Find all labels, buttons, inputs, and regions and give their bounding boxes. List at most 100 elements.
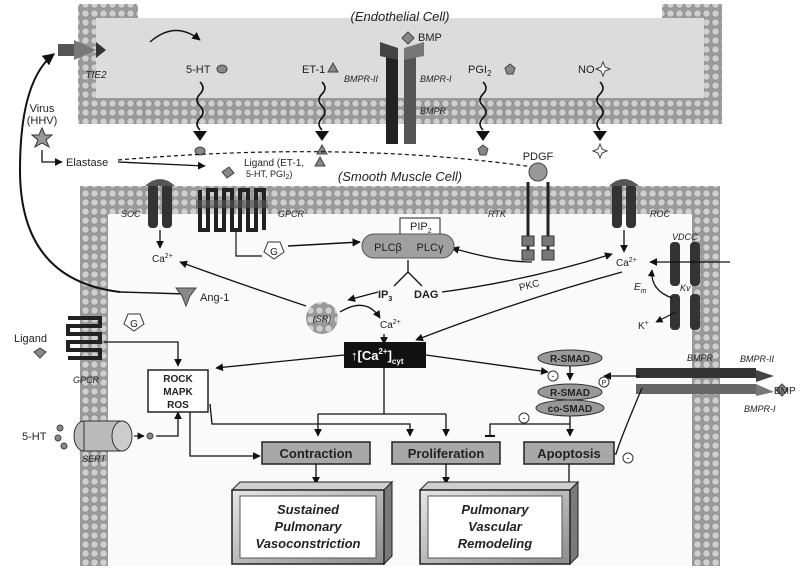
intracellular-5ht-icon xyxy=(146,432,154,440)
virus-to-elastase-arrow xyxy=(41,150,63,166)
remodeling-box xyxy=(418,480,580,566)
ros-label: ROS xyxy=(167,400,189,411)
left-ligand-icon xyxy=(33,347,47,359)
cytosolic-calcium-box xyxy=(344,342,426,368)
right-bmp-icon xyxy=(775,383,789,397)
sr-organelle xyxy=(306,302,338,334)
soc-ca-label: Ca2+ xyxy=(152,253,173,265)
left-ligand-label: Ligand xyxy=(14,333,47,345)
left-5ht-molecules xyxy=(54,424,68,450)
tie2-receptor xyxy=(58,40,106,60)
endo-pgi2-label: PGI2 xyxy=(468,64,492,78)
plc-oval xyxy=(361,233,455,259)
kv-k-arrow xyxy=(655,311,677,323)
bmpr-minus-icon xyxy=(622,452,634,464)
released-5ht-icon xyxy=(194,146,206,156)
no-molecule-icon xyxy=(594,60,612,78)
5ht-molecule-icon xyxy=(216,64,228,74)
gpcr-g-link xyxy=(235,232,262,257)
k-ion-label: K+ xyxy=(638,320,649,332)
et1-molecule-icon xyxy=(327,61,339,73)
smad-minus-top-icon xyxy=(547,370,559,382)
right-bmpr1-label: BMPR-I xyxy=(744,404,776,414)
smad-minus-bottom-label: - xyxy=(523,413,526,423)
right-bmp-label: BMP xyxy=(774,386,796,397)
pdgf-icon xyxy=(528,162,548,182)
smooth-muscle-cell-title: (Smooth Muscle Cell) xyxy=(338,169,462,184)
ang1-stem-line xyxy=(119,291,187,295)
cyt-to-smad-arrow xyxy=(425,354,549,375)
apoptosis-label: Apoptosis xyxy=(537,446,601,461)
plcb-label: PLCβ xyxy=(374,242,402,254)
roc-label: ROC xyxy=(650,209,671,219)
vdcc-channel xyxy=(670,242,700,286)
ang1-label: Ang-1 xyxy=(200,292,229,304)
sr-ca-release-arrow xyxy=(339,304,381,319)
endothelial-release-squiggles xyxy=(196,81,604,131)
cyt-to-rock-arrow xyxy=(215,354,345,372)
sr-label: (SR) xyxy=(313,314,332,324)
gpcr-left-label: GPCR xyxy=(73,375,100,385)
roc-ca-to-cyt-arrow xyxy=(415,271,623,342)
endothelial-release-arrowheads xyxy=(193,131,607,141)
dag-label: DAG xyxy=(414,289,438,301)
released-no-icon xyxy=(591,142,609,160)
sr-to-soc-ca-arrow xyxy=(179,260,307,307)
elastase-label: Elastase xyxy=(66,157,108,169)
vaso-line1: Sustained xyxy=(277,502,340,517)
sert-transporter xyxy=(73,420,133,452)
remodel-line1: Pulmonary xyxy=(461,502,529,517)
g-protein-left-label: G xyxy=(130,319,138,330)
virus-icon xyxy=(30,126,54,149)
tie2-to-5ht-arrow xyxy=(149,29,201,43)
g-protein-top-icon xyxy=(263,241,285,260)
gpcr-ligand-icon xyxy=(221,166,235,179)
endo-et1-label: ET-1 xyxy=(302,64,325,76)
ip3-label: IP3 xyxy=(378,289,392,303)
vasoconstriction-box xyxy=(230,480,394,566)
ligand-et1-label: Ligand (ET-1, xyxy=(244,158,304,169)
rtk-label: RTK xyxy=(488,209,507,219)
endo-bmp-label: BMP xyxy=(418,32,442,44)
gpcr-top-receptor xyxy=(196,188,268,232)
proliferation-label: Proliferation xyxy=(408,446,485,461)
phospho-label: P xyxy=(602,380,607,387)
em-arrow xyxy=(647,269,673,299)
endo-bmp-icon xyxy=(401,31,415,45)
vaso-line3: Vasoconstriction xyxy=(256,536,361,551)
bmpr-minus-label: - xyxy=(627,453,630,463)
pkc-label: PKC xyxy=(518,278,541,294)
remodel-line3: Remodeling xyxy=(458,536,532,551)
gpcr-left-receptor xyxy=(66,316,102,360)
pgi2-molecule-icon xyxy=(504,63,516,75)
released-et1-icon xyxy=(316,143,328,155)
ang1-icon xyxy=(175,287,197,308)
vaso-line2: Pulmonary xyxy=(274,519,342,534)
endothelial-cell-title: (Endothelial Cell) xyxy=(351,9,450,24)
virus-label: Virus xyxy=(30,103,55,115)
pdgf-label: PDGF xyxy=(523,151,554,163)
co-smad-label: co-SMAD xyxy=(548,404,592,415)
right-bmpr-label: BMPR xyxy=(687,353,714,363)
plc-branch-lines xyxy=(393,260,423,287)
soc-label: SOC xyxy=(121,209,141,219)
cytosolic-calcium-label: ↑[Ca2+]cyt xyxy=(351,347,404,366)
sr-ca-label: Ca2+ xyxy=(380,319,401,331)
plcg-label: PLCγ xyxy=(417,242,444,254)
rock-to-contraction-arrow xyxy=(189,412,261,460)
right-bmpr-receptor xyxy=(636,368,774,396)
endo-bmpr2-label: BMPR-II xyxy=(344,74,379,84)
endo-bmpr-label: BMPR xyxy=(420,106,447,116)
left-5ht-label: 5-HT xyxy=(22,431,47,443)
vdcc-label: VDCC xyxy=(672,232,698,242)
rock-to-proliferation-arrow xyxy=(209,403,414,437)
gpcr-top-label: GPCR xyxy=(278,209,305,219)
rock-mapk-ros-box xyxy=(147,369,209,413)
smad-minus-bottom-icon xyxy=(518,412,530,424)
gpcr-left-to-rock-arrow xyxy=(104,341,182,367)
soc-channel xyxy=(145,179,175,228)
remodel-line2: Vascular xyxy=(468,519,523,534)
ip3-to-sr-arrow xyxy=(347,291,379,302)
contraction-label: Contraction xyxy=(280,446,353,461)
